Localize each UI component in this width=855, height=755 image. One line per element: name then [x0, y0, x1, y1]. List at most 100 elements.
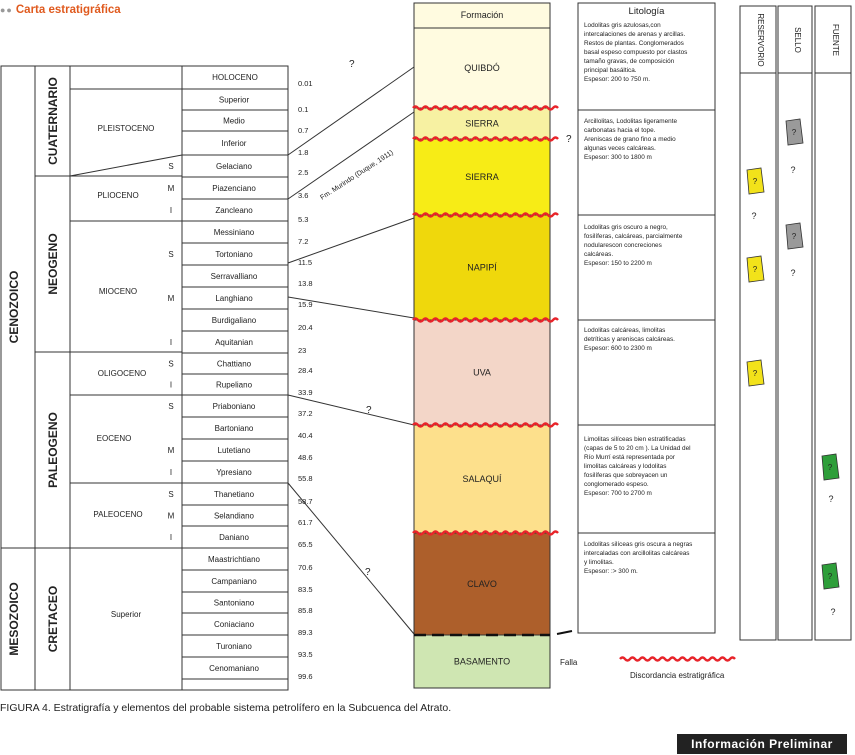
- formation-header: Formación: [461, 10, 504, 20]
- marker-question: ?: [792, 128, 797, 137]
- formation-block: [413, 319, 551, 426]
- age-value: 83.5: [298, 585, 313, 594]
- epoch-label: PLIOCENO: [97, 191, 138, 200]
- marker-question: ?: [792, 232, 797, 241]
- lithology-line: conglomerado espeso.: [584, 481, 649, 488]
- stage-label: Messiniano: [214, 228, 255, 237]
- stage-label: Daniano: [219, 533, 249, 542]
- legend-discordance-swatch: [619, 656, 736, 662]
- stage-subdivision: S: [168, 360, 173, 369]
- stage-label: Turoniano: [216, 642, 252, 651]
- lithology-line: Espesor: 300 to 1800 m: [584, 154, 652, 161]
- lithology-frame: [577, 2, 716, 634]
- lithology-line: Espesor: 150 to 2200 m: [584, 260, 652, 267]
- age-value: 65.5: [298, 540, 313, 549]
- petroleum-column: [739, 5, 777, 641]
- stage-subdivision: I: [170, 338, 172, 347]
- epoch-label: OLIGOCENO: [98, 369, 146, 378]
- stage-subdivision: M: [168, 512, 175, 521]
- lithology-line: nodularescon concreciones: [584, 242, 662, 249]
- correlation-line: [69, 154, 183, 177]
- lithology-line: intercaladas con arcillolitas calcáreas: [584, 550, 690, 557]
- lithology-line: algunas veces calcáreas.: [584, 145, 656, 152]
- correlation-line: [287, 66, 415, 156]
- era-label: CENOZOICO: [7, 271, 21, 344]
- stage-label: Bartoniano: [215, 424, 254, 433]
- formation-header-cell: [413, 2, 551, 29]
- lithology-line: calcáreas.: [584, 251, 613, 258]
- correlation-line: [287, 217, 415, 264]
- source-marker: [821, 562, 840, 590]
- correlation-line: [287, 111, 415, 200]
- lithology-line: carbonatas hacia el tope.: [584, 127, 656, 134]
- stage-label: Priaboniano: [213, 402, 256, 411]
- age-value: 58.7: [298, 497, 313, 506]
- discordance-line: [412, 422, 559, 428]
- lithology-line: Lodolitas calcáreas, limolitas: [584, 327, 665, 334]
- correlation-line: [287, 296, 415, 319]
- petroleum-column-header: FUENTE: [831, 24, 840, 56]
- lithology-line: Espesor: 200 to 750 m.: [584, 76, 650, 83]
- question-mark: ?: [830, 607, 835, 617]
- age-value: 0.7: [298, 126, 308, 135]
- lithology-line: fosilíferas que sobreyacen un: [584, 472, 668, 479]
- correlation-line: [287, 394, 415, 426]
- chart-header: ●●Carta estratigráfica: [0, 4, 121, 16]
- formation-block: [413, 138, 551, 216]
- age-value: 23: [298, 346, 306, 355]
- source-marker: [821, 453, 840, 481]
- age-value: 37.2: [298, 409, 313, 418]
- formation-block: [413, 107, 551, 140]
- fault-label: Falla: [560, 658, 578, 667]
- lithology-line: Espesor: 600 to 2300 m: [584, 345, 652, 352]
- age-value: 1.8: [298, 148, 308, 157]
- epoch-label: PALEOCENO: [93, 510, 142, 519]
- stage-subdivision: S: [168, 162, 173, 171]
- period-label: CRETACEO: [46, 586, 60, 652]
- epoch-label: HOLOCENO: [212, 73, 258, 82]
- stage-label: Medio: [223, 117, 245, 126]
- stage-subdivision: M: [168, 184, 175, 193]
- lithology-line: Lodolitas gris oscuro a negro,: [584, 224, 668, 231]
- epoch-label: EOCENO: [97, 434, 132, 443]
- period-label: CUATERNARIO: [46, 77, 60, 165]
- lithology-line: intercalaciones de arenas y arcillas.: [584, 31, 685, 38]
- reservoir-marker: [746, 359, 765, 387]
- discordance-line: [412, 212, 559, 218]
- age-value: 13.8: [298, 279, 313, 288]
- stage-subdivision: S: [168, 490, 173, 499]
- discordance-line: [412, 530, 559, 536]
- petroleum-column: [777, 5, 813, 641]
- formation-block: [413, 424, 551, 534]
- stage-label: Superior: [219, 96, 250, 105]
- formation-name: SIERRA: [465, 172, 499, 182]
- question-mark: ?: [566, 134, 572, 145]
- stage-subdivision: M: [168, 446, 175, 455]
- stage-label: Lutetiano: [218, 446, 251, 455]
- formation-block: [413, 214, 551, 321]
- stage-subdivision: I: [170, 206, 172, 215]
- stage-label: Santoniano: [214, 599, 255, 608]
- lithology-line: Espesor: 700 to 2700 m: [584, 490, 652, 497]
- epoch-label: MIOCENO: [99, 287, 137, 296]
- age-value: 11.5: [298, 258, 312, 267]
- formation-name: UVA: [473, 368, 491, 378]
- age-value: 89.3: [298, 628, 313, 637]
- age-value: 28.4: [298, 366, 313, 375]
- question-mark: ?: [790, 165, 795, 175]
- figure-caption: FIGURA 4. Estratigrafía y elementos del …: [0, 702, 452, 714]
- age-value: 93.5: [298, 650, 313, 659]
- lithology-line: basal espeso compuesto por clastos: [584, 49, 687, 56]
- lithology-line: (capas de 5 to 20 cm ). La Unidad del: [584, 445, 691, 452]
- age-value: 5.3: [298, 215, 308, 224]
- stage-subdivision: I: [170, 533, 172, 542]
- discordance-line: [412, 105, 559, 111]
- stage-label: Cenomaniano: [209, 664, 259, 673]
- stage-label: Rupeliano: [216, 381, 253, 390]
- discordance-line: [412, 317, 559, 323]
- formation-name: SIERRA: [465, 119, 499, 129]
- age-value: 99.6: [298, 672, 313, 681]
- stage-label: Langhiano: [215, 294, 253, 303]
- seal-marker: [785, 118, 804, 146]
- lithology-line: Arcillolitas, Lodolitas ligeramente: [584, 118, 678, 125]
